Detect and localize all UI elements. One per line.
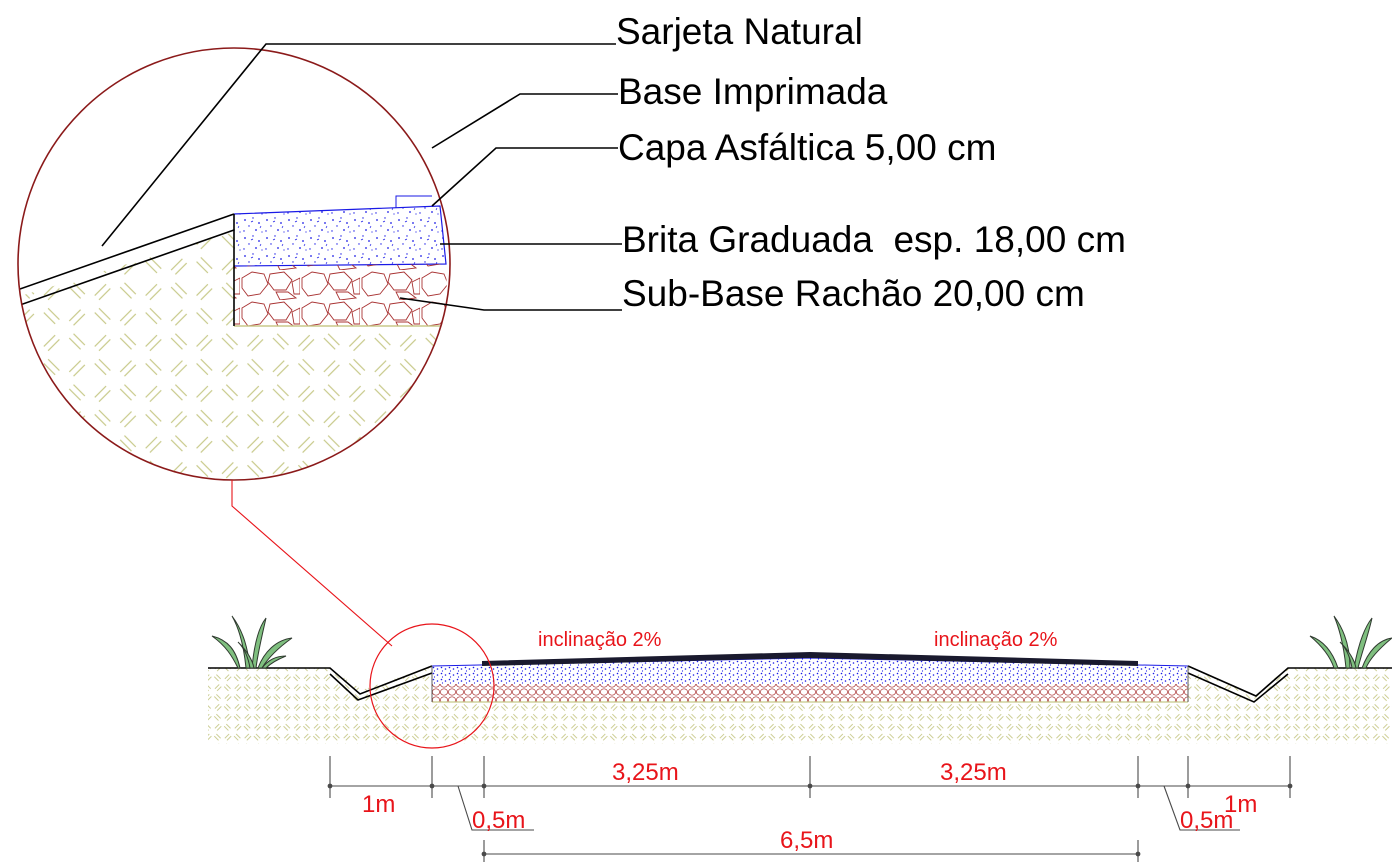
detail-rachao-layer: [234, 264, 448, 326]
left-ditch-top: [208, 665, 433, 695]
left-ditch-bottom: [329, 672, 433, 701]
section-soil: [208, 666, 1392, 744]
right-ditch-bottom: [1187, 672, 1289, 703]
detail-gutter-bottom-line: [18, 229, 235, 313]
right-plant-icon: [1309, 615, 1392, 669]
dim-total-width: 6,5m: [780, 827, 833, 854]
dimension-lines: [327, 756, 1293, 862]
dim-lane-right: 3,25m: [940, 759, 1007, 786]
detail-view: [17, 47, 451, 481]
label-sub-base-rachao: Sub-Base Rachão 20,00 cm: [622, 273, 1085, 314]
slope-label-left: inclinação 2%: [538, 629, 662, 651]
dim-left-ditch: 1m: [362, 791, 395, 818]
dim-right-shoulder: 0,5m: [1180, 807, 1233, 834]
detail-capa-marker: [395, 195, 432, 208]
detail-connector-line: [231, 480, 393, 647]
leader-sarjeta: [101, 43, 616, 247]
detail-brita-layer: [234, 206, 446, 266]
detail-gutter-top-line: [18, 213, 235, 297]
callout-labels: Sarjeta Natural Base Imprimada Capa Asfá…: [616, 11, 1126, 314]
section-brita-layer: [432, 658, 1188, 684]
label-sarjeta-natural: Sarjeta Natural: [616, 11, 863, 52]
leader-capa: [431, 147, 618, 207]
right-ditch-top: [1187, 665, 1392, 697]
section-rachao-layer: [432, 684, 1188, 702]
detail-soil: [18, 232, 450, 480]
label-brita-graduada: Brita Graduada esp. 18,00 cm: [622, 219, 1126, 260]
dim-right-ditch: 1m: [1224, 791, 1257, 818]
cross-section: [208, 652, 1392, 744]
section-asphalt-cap: [482, 652, 1138, 666]
detail-circle: [17, 47, 451, 481]
dim-lane-left: 3,25m: [612, 759, 679, 786]
dim-left-shoulder: 0,5m: [472, 807, 525, 834]
label-base-imprimada: Base Imprimada: [618, 71, 888, 112]
slope-label-right: inclinação 2%: [934, 629, 1058, 651]
section-detail-circle: [369, 623, 495, 749]
leader-sub-base: [399, 297, 622, 311]
left-plant-icon: [211, 615, 293, 669]
callout-leaders: [101, 43, 622, 311]
label-capa-asfaltica: Capa Asfáltica 5,00 cm: [618, 127, 996, 168]
leader-base-imprimada: [431, 93, 618, 149]
dimension-labels: 1m 3,25m 3,25m 1m 0,5m 0,5m 6,5m: [362, 759, 1257, 854]
